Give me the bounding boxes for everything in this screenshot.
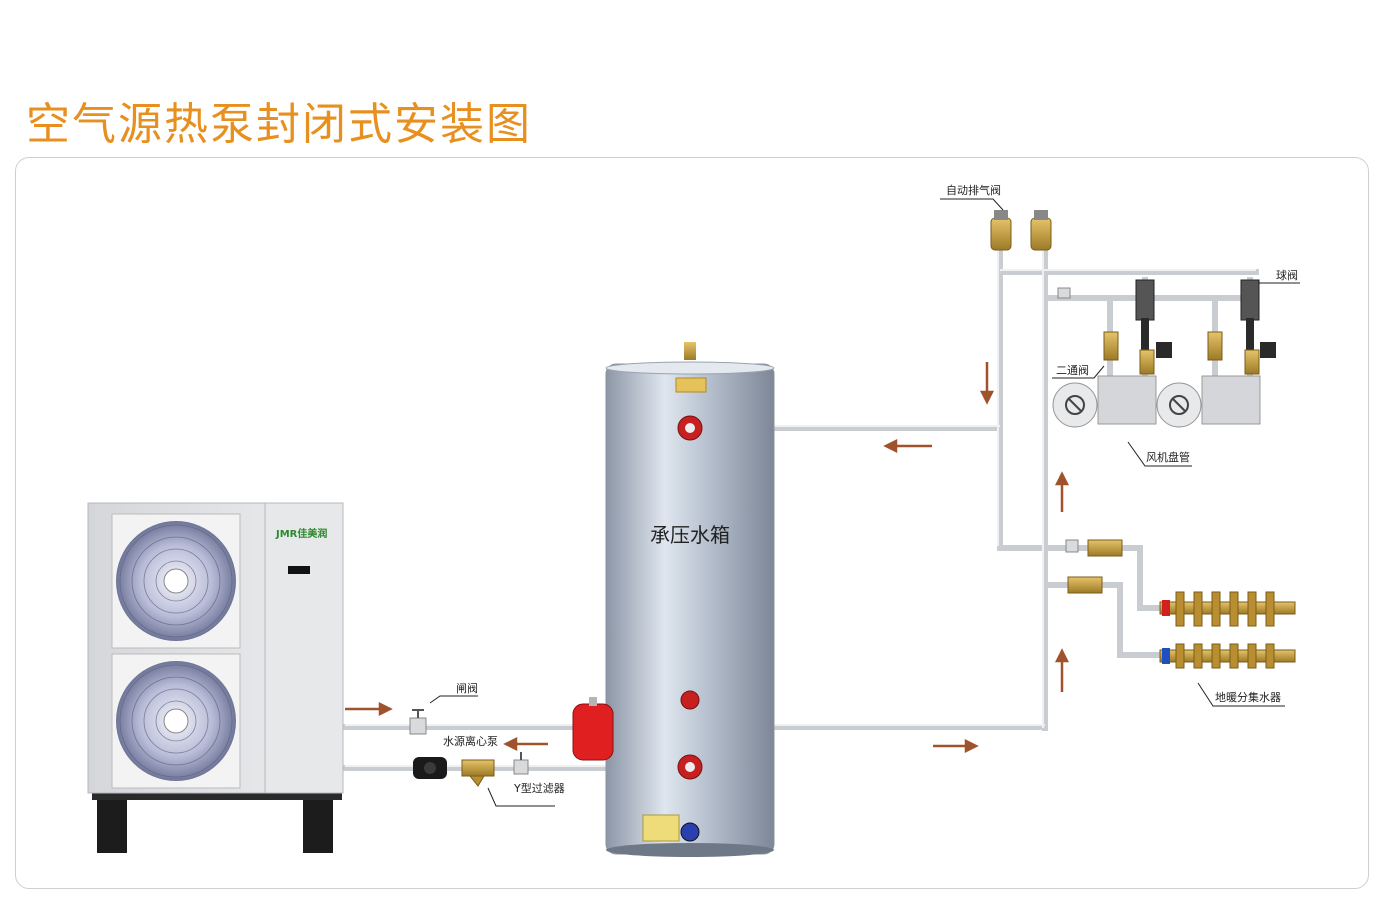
tank-label-plate	[675, 377, 707, 393]
manifold-supply	[1137, 565, 1163, 611]
arrow-up-riser-1	[1054, 471, 1070, 512]
heat-pump-unit: JMR佳美润	[87, 502, 344, 853]
ball-valves	[1057, 279, 1260, 352]
fan-coil-units	[1052, 375, 1261, 428]
diagram-frame	[15, 157, 1369, 889]
riser-fittings	[1065, 539, 1123, 594]
tank-label: 承压水箱	[650, 523, 730, 547]
unit-brand: JMR佳美润	[275, 527, 327, 540]
auto-vent-valves	[990, 210, 1052, 251]
arrow-up-riser-2	[1054, 648, 1070, 692]
arrow-left-pump	[503, 736, 548, 752]
expansion-tank	[572, 697, 614, 761]
label-pump: 水源离心泵	[443, 734, 498, 748]
label-two-way-valve: 二通阀	[1056, 363, 1089, 377]
arrow-left-top	[883, 438, 932, 454]
floor-heating-manifold	[1159, 591, 1296, 669]
unit-base	[92, 790, 342, 800]
arrow-right-bottom	[933, 738, 979, 754]
y-filter-icon	[461, 759, 495, 787]
arrow-down-riser	[979, 362, 995, 405]
label-fan-coil: 风机盘管	[1146, 450, 1190, 464]
label-y-filter: Y型过滤器	[513, 781, 565, 795]
label-gate-valve: 闸阀	[456, 681, 478, 695]
unit-display	[288, 566, 310, 574]
tank-info-plate	[642, 814, 680, 842]
arrow-right-unit	[345, 701, 393, 717]
gate-valve	[409, 709, 427, 735]
tank-drain	[680, 822, 700, 842]
unit-leg-left	[97, 795, 127, 853]
label-auto-vent: 自动排气阀	[946, 183, 1001, 197]
pressure-tank: 承压水箱	[605, 342, 775, 857]
unit-leg-right	[303, 795, 333, 853]
label-leaders	[429, 198, 1300, 807]
two-way-valves	[1103, 331, 1276, 375]
label-ball-valve: 球阀	[1276, 268, 1298, 282]
pipe-network	[342, 247, 1259, 771]
valve-near-filter	[513, 752, 529, 775]
page-title: 空气源热泵封闭式安装图	[26, 99, 532, 150]
tank-top-vent	[684, 342, 696, 360]
centrifugal-pump-icon	[413, 757, 447, 779]
flow-arrows	[345, 362, 1070, 754]
unit-side-panel	[264, 502, 344, 794]
tank-port-middle	[680, 690, 700, 710]
label-floor-manifold: 地暖分集水器	[1215, 690, 1281, 704]
